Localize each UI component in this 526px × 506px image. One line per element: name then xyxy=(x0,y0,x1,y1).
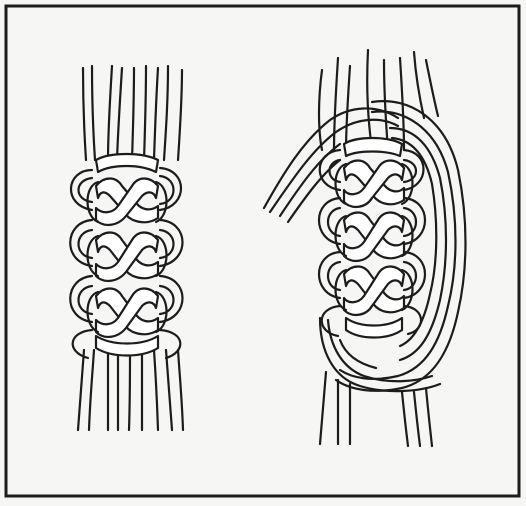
top-cords xyxy=(319,50,438,150)
core-cords-top xyxy=(83,66,182,160)
core-cords-bottom xyxy=(78,350,183,430)
knot-bars xyxy=(96,154,158,356)
right-panel-knot-bars xyxy=(344,138,404,338)
panel-completed-sinnet xyxy=(70,66,183,430)
panel-sinnet-in-progress xyxy=(264,50,466,446)
outer-loops-right xyxy=(160,168,183,358)
